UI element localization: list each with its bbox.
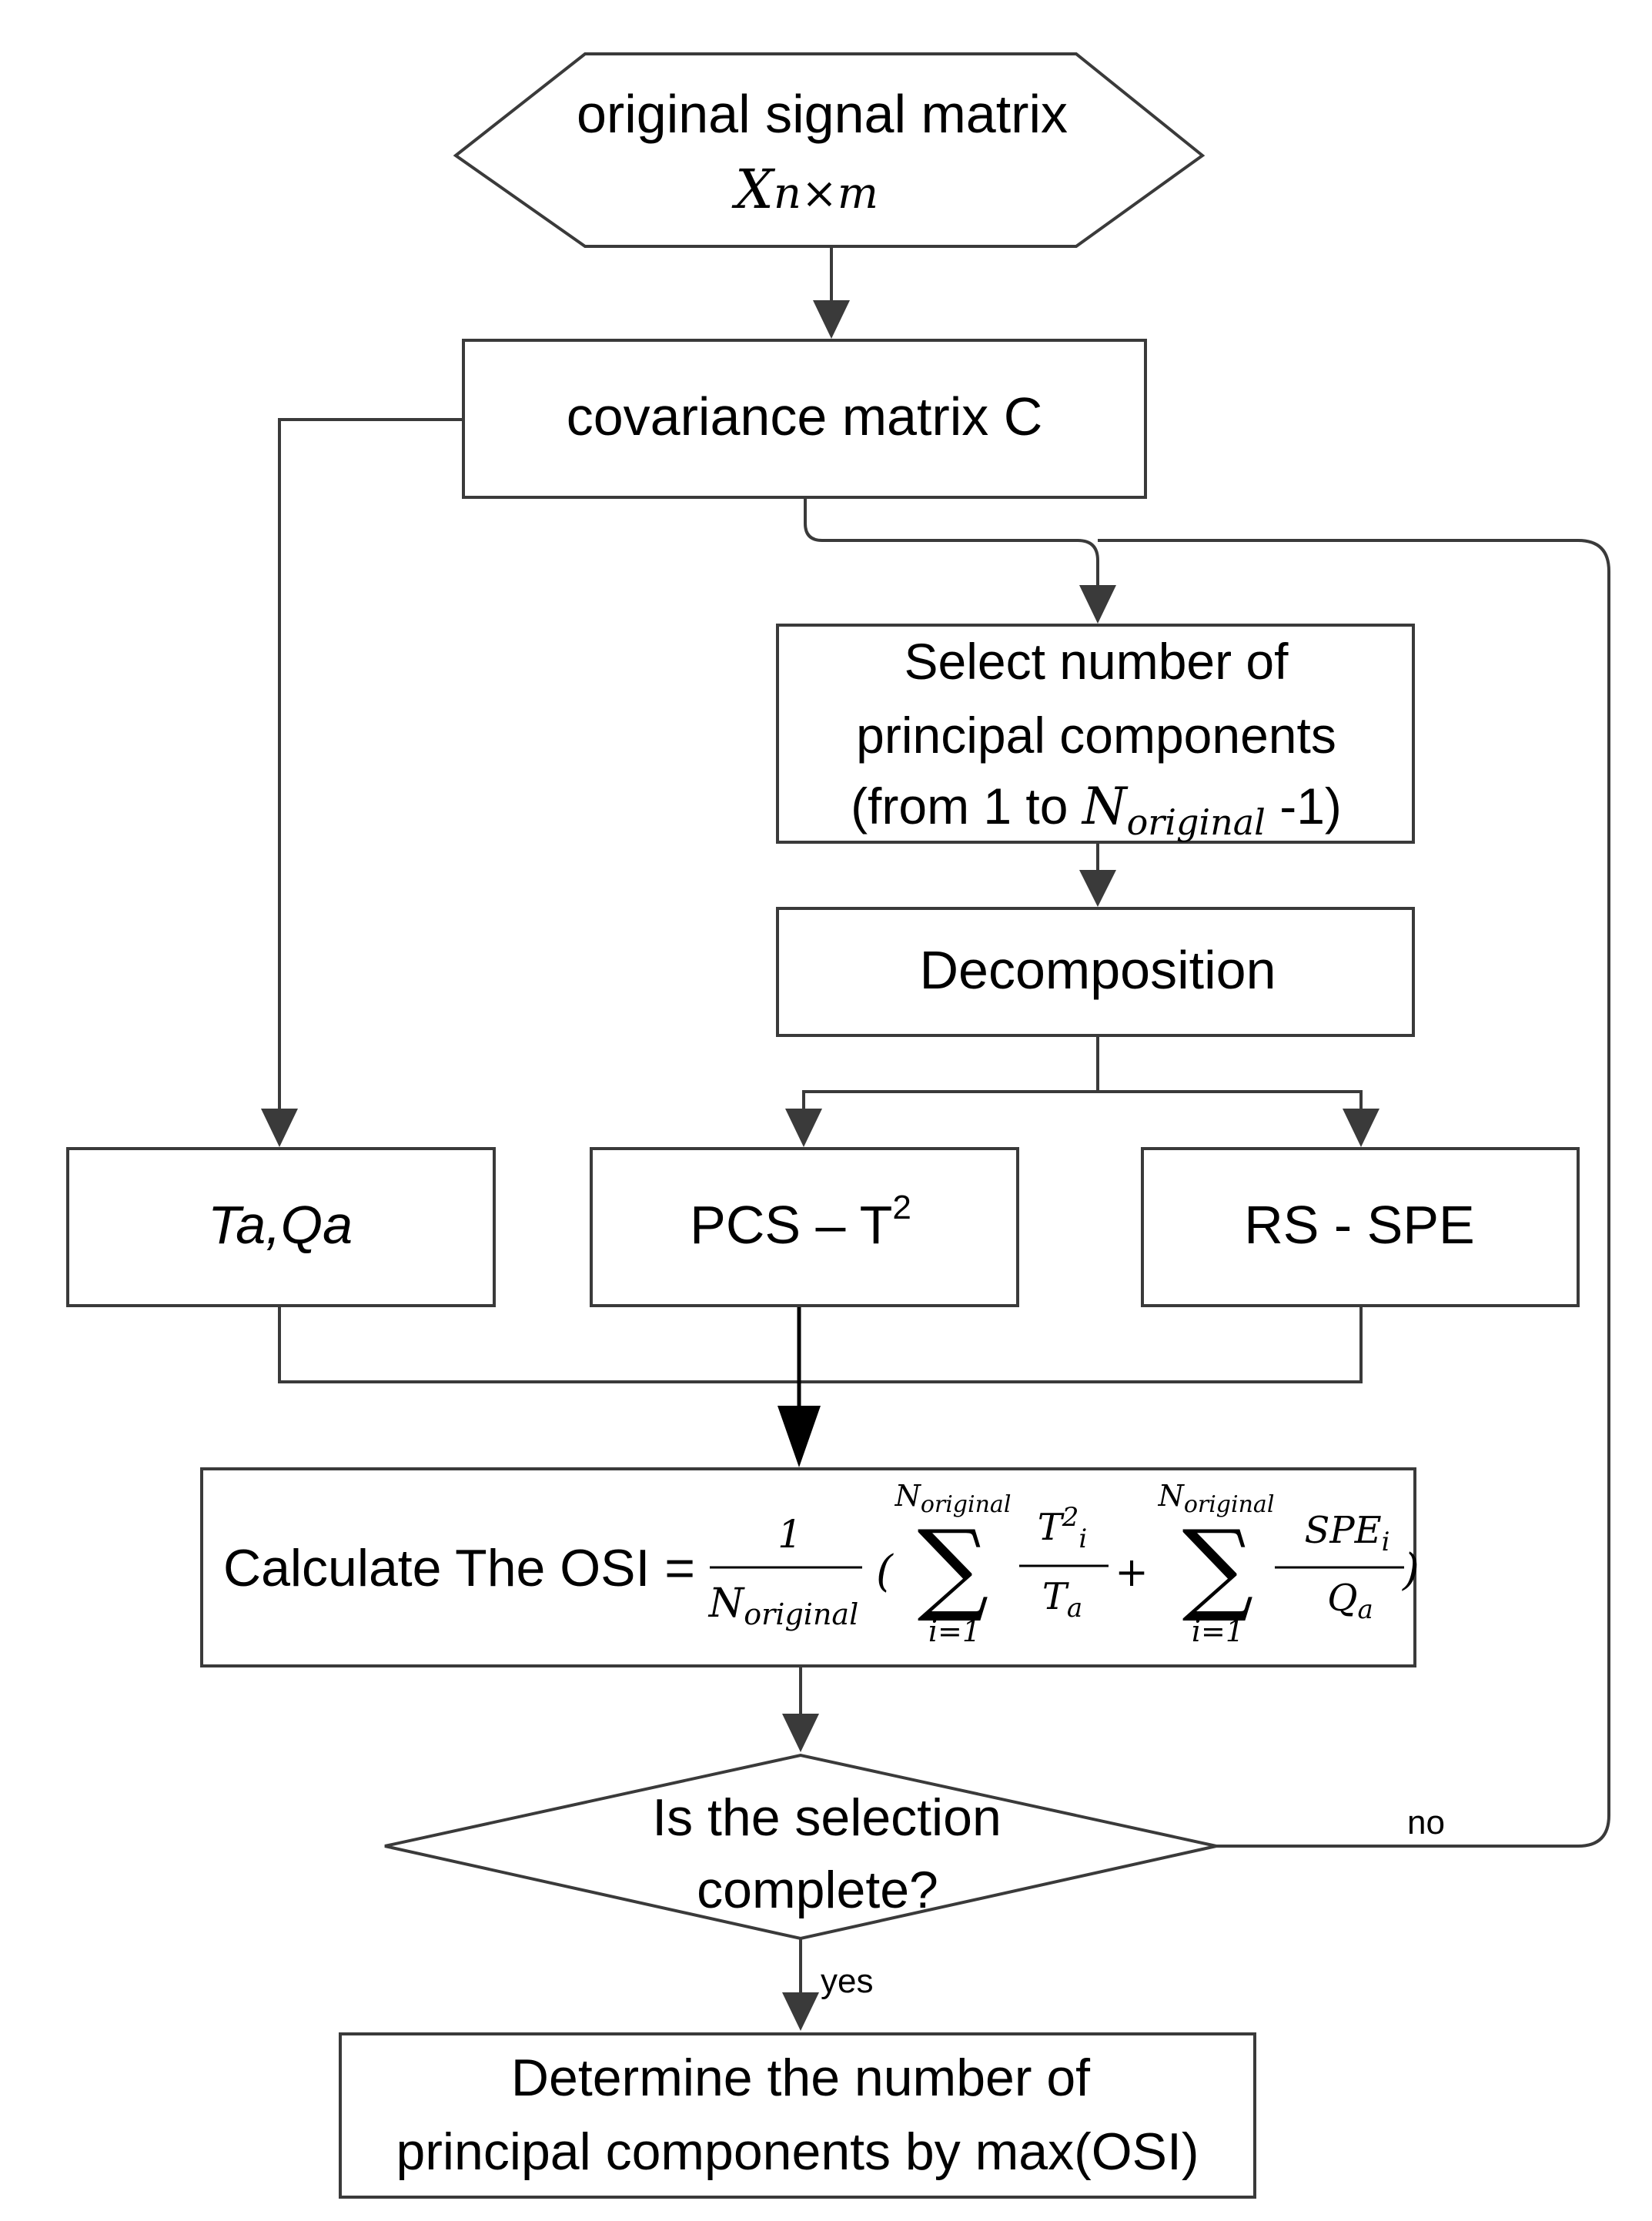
arrowhead-rs (1343, 1109, 1379, 1147)
osi-sum2-upper: Noriginal (1158, 1479, 1275, 1518)
input-symbol: Xn×m (731, 158, 878, 221)
edge-rs-to-merge (799, 1306, 1363, 1383)
decision-diamond (384, 1753, 1217, 1941)
pcs-prefix: PCS – T (690, 1195, 892, 1255)
result-line2: principal components by max(OSI) (396, 2122, 1199, 2181)
arrowhead-limits (261, 1109, 298, 1147)
edge-split-to-pcs (802, 1090, 1098, 1112)
select-box (776, 624, 1415, 844)
osi-node: Calculate The OSI = 1 Noriginal ( Norigi… (200, 1467, 1420, 1667)
limits-node: Ta,Qa (66, 1147, 496, 1307)
decomposition-box (776, 907, 1415, 1037)
arrowhead-select (1079, 585, 1116, 624)
no-label: no (1407, 1804, 1445, 1841)
edge-limits-to-merge (278, 1306, 799, 1383)
decomposition-node: Decomposition (776, 907, 1415, 1037)
osi-term2-den-symbol: Q (1327, 1577, 1357, 1620)
result-line1: Determine the number of (511, 2049, 1090, 2107)
input-node: original signal matrix Xn×m (453, 52, 1206, 248)
osi-frac-den-sub: original (744, 1597, 858, 1631)
select-line3-sub: original (1127, 801, 1266, 843)
arrowhead-osi (778, 1406, 821, 1467)
osi-term1-num-sup: 2 (1062, 1502, 1079, 1533)
edge-covariance-to-limits (278, 418, 463, 1112)
connectors (261, 246, 1610, 2031)
osi-sum1-lower: i=1 (928, 1614, 981, 1648)
osi-term2-num-symbol: SPE (1304, 1509, 1381, 1552)
arrowhead-decomposition (1079, 870, 1116, 907)
pcs-node: PCS – T2 (590, 1147, 1019, 1307)
osi-sum2-lower: i=1 (1192, 1614, 1244, 1648)
osi-term1-num-symbol: T (1038, 1506, 1065, 1549)
pcs-superscript: 2 (892, 1189, 911, 1226)
osi-term1-den-symbol: T (1042, 1575, 1069, 1618)
osi-term1-num: T2i (1038, 1502, 1088, 1554)
decision-node: Is the selection complete? (384, 1753, 1217, 1941)
result-box (339, 2032, 1256, 2199)
arrowhead-pcs (785, 1109, 822, 1147)
result-node: Determine the number of principal compon… (339, 2032, 1256, 2199)
limits-label: Ta,Qa (208, 1195, 353, 1255)
rs-label: RS - SPE (1244, 1195, 1475, 1255)
arrowhead-result (782, 1992, 819, 2031)
osi-term2-den-sub: a (1358, 1594, 1373, 1625)
osi-sum1-upper-symbol: N (895, 1479, 922, 1513)
input-symbol-sub: n×m (774, 169, 878, 219)
arrowhead-decision (782, 1714, 819, 1752)
osi-sum1-symbol: ∑ (918, 1508, 989, 1625)
osi-sum2-upper-symbol: N (1158, 1479, 1185, 1513)
edge-covariance-to-select (804, 497, 1099, 589)
osi-term2-num-sub: i (1382, 1527, 1390, 1557)
covariance-box (462, 339, 1147, 499)
edge-no-loopback (1098, 539, 1610, 1848)
select-line3-symbol: N (1081, 777, 1129, 836)
yes-label: yes (821, 1962, 873, 2000)
osi-open-paren: ( (876, 1547, 894, 1597)
osi-sum1-upper-sub: original (921, 1491, 1012, 1518)
select-line1: Select number of (905, 633, 1289, 690)
arrowhead-covariance (813, 300, 850, 339)
osi-term1-num-sub: i (1078, 1524, 1087, 1554)
input-label: original signal matrix (577, 84, 1068, 144)
covariance-label: covariance matrix C (567, 386, 1043, 447)
osi-sum1-upper: Noriginal (895, 1479, 1012, 1518)
rs-node: RS - SPE (1141, 1147, 1580, 1307)
osi-sum2-symbol: ∑ (1182, 1508, 1254, 1625)
osi-term2-den: Qa (1327, 1577, 1373, 1625)
osi-sum2-upper-sub: original (1184, 1491, 1275, 1518)
pcs-label: PCS – T2 (690, 1189, 911, 1255)
decomposition-label: Decomposition (920, 940, 1276, 1000)
osi-frac-num: 1 (778, 1512, 802, 1557)
pcs-box (590, 1147, 1019, 1307)
rs-box (1141, 1147, 1580, 1307)
select-line3: (from 1 to Noriginal -1) (851, 777, 1342, 843)
edge-split-to-rs (1098, 1090, 1363, 1112)
limits-box (66, 1147, 496, 1307)
select-line3-prefix: (from 1 to (851, 778, 1082, 835)
osi-prefix: Calculate The OSI = (223, 1539, 695, 1597)
osi-close-paren: ) (1402, 1545, 1420, 1595)
covariance-node: covariance matrix C (462, 339, 1147, 499)
select-line2: principal components (856, 707, 1336, 764)
osi-plus: + (1115, 1550, 1149, 1596)
decision-line2: complete? (697, 1861, 938, 1919)
osi-term2-num: SPEi (1304, 1509, 1389, 1557)
osi-frac-den: Noriginal (707, 1580, 858, 1631)
input-symbol-x: X (731, 158, 776, 221)
osi-frac-den-symbol: N (707, 1580, 745, 1627)
select-node: Select number of principal components (f… (776, 624, 1415, 844)
decision-line1: Is the selection (652, 1788, 1002, 1847)
osi-term1-den: Ta (1042, 1575, 1082, 1624)
select-line3-suffix: -1) (1266, 778, 1342, 835)
input-hexagon (453, 52, 1206, 248)
osi-term1-den-sub: a (1067, 1593, 1082, 1624)
